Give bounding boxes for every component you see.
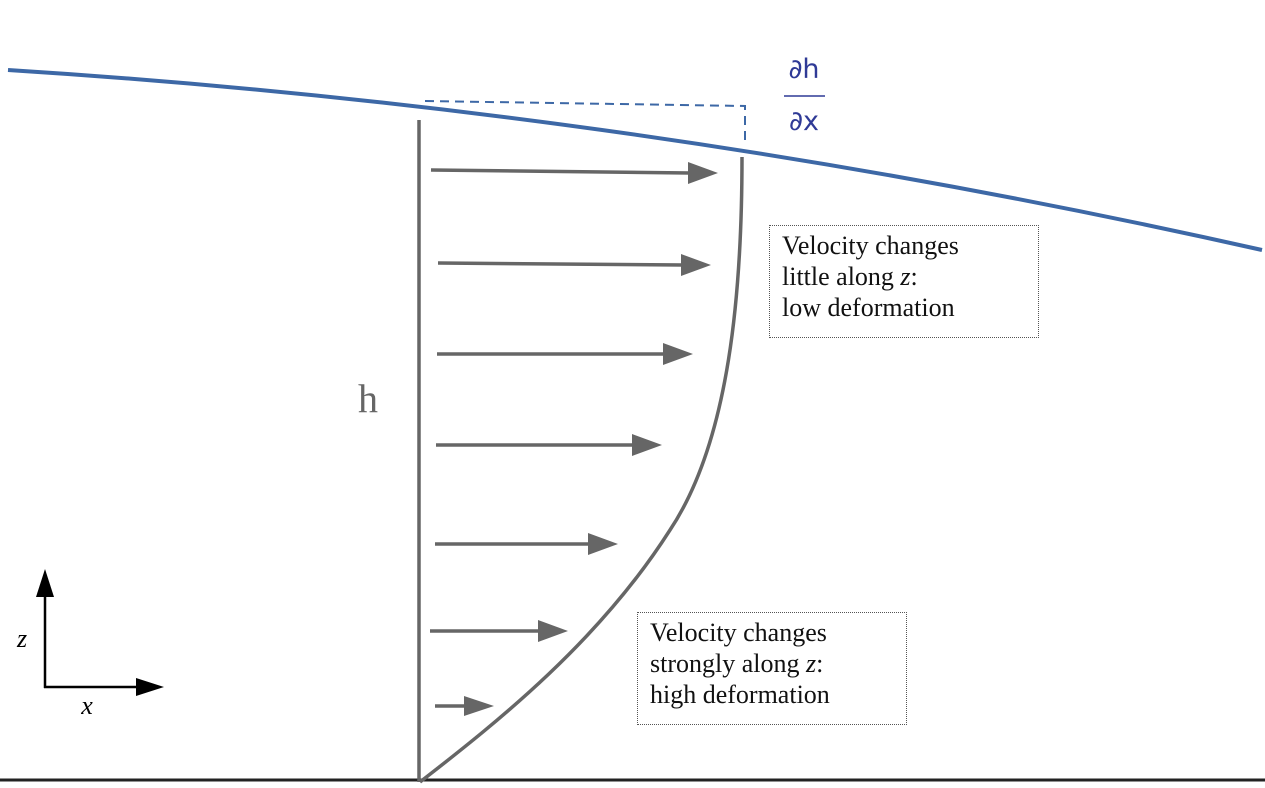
callout-top-line2-suffix: :: [910, 262, 918, 291]
right-arrow-icon: [435, 533, 618, 555]
callout-bottom-line1: Velocity changes: [650, 618, 827, 647]
callout-low-deformation: Velocity changes little along z: low def…: [769, 225, 1039, 338]
callout-top-line2-prefix: little along: [782, 262, 901, 291]
right-arrow-icon: [437, 254, 711, 276]
right-arrow-icon: [435, 696, 494, 716]
velocity-profile-curve: [418, 156, 744, 784]
callout-high-deformation: Velocity changes strongly along z: high …: [637, 612, 907, 725]
right-arrow-icon: [437, 343, 693, 365]
slope-numerator: ∂h: [788, 54, 819, 85]
ice-surface-line: [7, 68, 1263, 252]
thickness-label: h: [358, 376, 378, 421]
slope-triangle: [424, 100, 746, 145]
arrowhead-icon: [136, 678, 164, 696]
callout-bottom-line2-var: z: [806, 649, 817, 678]
callout-bottom-line2-prefix: strongly along: [650, 649, 806, 678]
z-axis-label: z: [16, 624, 27, 653]
callout-bottom-line3: high deformation: [650, 680, 830, 709]
right-arrow-icon: [430, 620, 568, 642]
callout-top-line3: low deformation: [782, 293, 955, 322]
coordinate-axes: z x: [16, 569, 164, 720]
callout-bottom-line2-suffix: :: [816, 649, 824, 678]
callout-top-line2-var: z: [900, 262, 911, 291]
callout-top-line1: Velocity changes: [782, 231, 959, 260]
callout-top-line2: little along z:: [782, 261, 1026, 292]
right-arrow-icon: [430, 162, 718, 184]
arrowhead-icon: [36, 569, 54, 597]
velocity-arrows: [430, 162, 718, 716]
slope-denominator: ∂x: [789, 106, 819, 137]
callout-bottom-line2: strongly along z:: [650, 648, 894, 679]
x-axis-label: x: [80, 691, 93, 720]
right-arrow-icon: [436, 434, 662, 456]
